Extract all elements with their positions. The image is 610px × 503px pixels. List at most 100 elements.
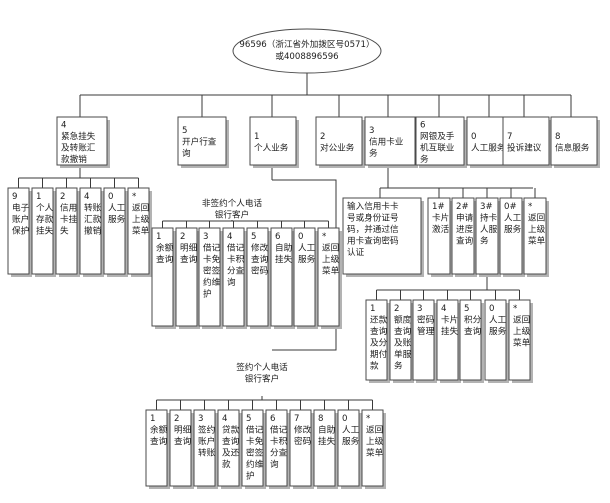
node-box xyxy=(337,409,360,487)
credit-option-4-label: *返回上级菜单 xyxy=(528,202,546,247)
node-box xyxy=(175,227,198,327)
holder-option-6-label: *返回上级菜单 xyxy=(513,304,531,349)
holder-option-6: *返回上级菜单 xyxy=(508,299,533,383)
node-box xyxy=(475,197,499,275)
credit-auth-node-label: 输入信用卡卡号或身份证号码，并通过信用卡查询密码认证 xyxy=(347,200,399,258)
node-box xyxy=(270,227,293,327)
node-box xyxy=(246,227,269,327)
nonsigned-label-text: 非签约个人电话银行客户 xyxy=(202,197,263,221)
node-box xyxy=(55,187,78,275)
signed-option-9-label: *返回上级菜单 xyxy=(366,414,384,459)
node-box xyxy=(177,116,227,166)
node-box xyxy=(103,187,126,275)
node-box xyxy=(508,299,531,381)
signed-customer-label: 签约个人电话银行客户 xyxy=(236,361,288,385)
node-box xyxy=(427,197,451,275)
credit-option-1-label: 2#申请进度查询 xyxy=(456,202,474,247)
nonsigned-option-7: *返回上级菜单 xyxy=(317,227,342,329)
root-line1: 96596（浙江省外加拨区号0571） xyxy=(239,38,374,50)
node-box xyxy=(550,116,598,166)
root-ellipse xyxy=(232,28,382,74)
node-box xyxy=(241,409,264,487)
node-box xyxy=(293,227,316,327)
nonsigned-option-7-label: *返回上级菜单 xyxy=(322,232,340,277)
node-box xyxy=(415,116,465,166)
node-box xyxy=(499,197,523,275)
emergency-option-5: *返回上级菜单 xyxy=(127,187,152,277)
credit-option-2-label: 3#持卡人服务 xyxy=(480,202,498,247)
credit-option-0: 1#卡片激活 xyxy=(427,197,453,277)
node-box xyxy=(79,187,102,275)
node-box xyxy=(313,409,336,487)
node-box xyxy=(289,409,312,487)
credit-option-3: 0#人工服务 xyxy=(499,197,525,277)
node-box xyxy=(198,227,221,327)
credit-option-0-label: 1#卡片激活 xyxy=(432,202,450,235)
nonsigned-customer-label: 非签约个人电话银行客户 xyxy=(202,197,263,221)
node-box xyxy=(365,299,388,381)
node-box xyxy=(169,409,192,487)
signed-label-text: 签约个人电话银行客户 xyxy=(236,361,288,385)
node-box xyxy=(315,116,363,166)
emergency-option-5-label: *返回上级菜单 xyxy=(132,192,150,237)
node-box xyxy=(145,409,168,487)
signed-option-9: *返回上级菜单 xyxy=(361,409,386,489)
credit-option-2: 3#持卡人服务 xyxy=(475,197,501,277)
node-box xyxy=(451,197,475,275)
node-box xyxy=(56,116,108,166)
node-box xyxy=(459,299,482,381)
node-box xyxy=(249,116,297,166)
node-box xyxy=(217,409,240,487)
